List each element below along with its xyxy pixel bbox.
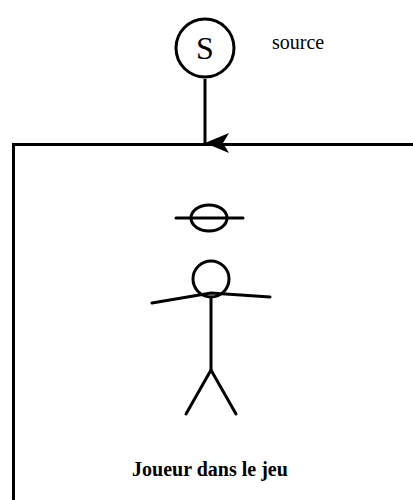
source-label: source: [272, 31, 324, 54]
stick-body: [210, 297, 213, 370]
box-caption: Joueur dans le jeu: [15, 458, 405, 481]
source-circle: Ssource: [174, 17, 236, 79]
theta-bar: [176, 217, 243, 220]
game-box: Joueur dans le jeu: [12, 143, 413, 500]
arrow-connector: [204, 79, 207, 143]
stick-arms: [152, 293, 270, 303]
stick-legs: [186, 370, 236, 414]
source-symbol: S: [174, 17, 236, 79]
